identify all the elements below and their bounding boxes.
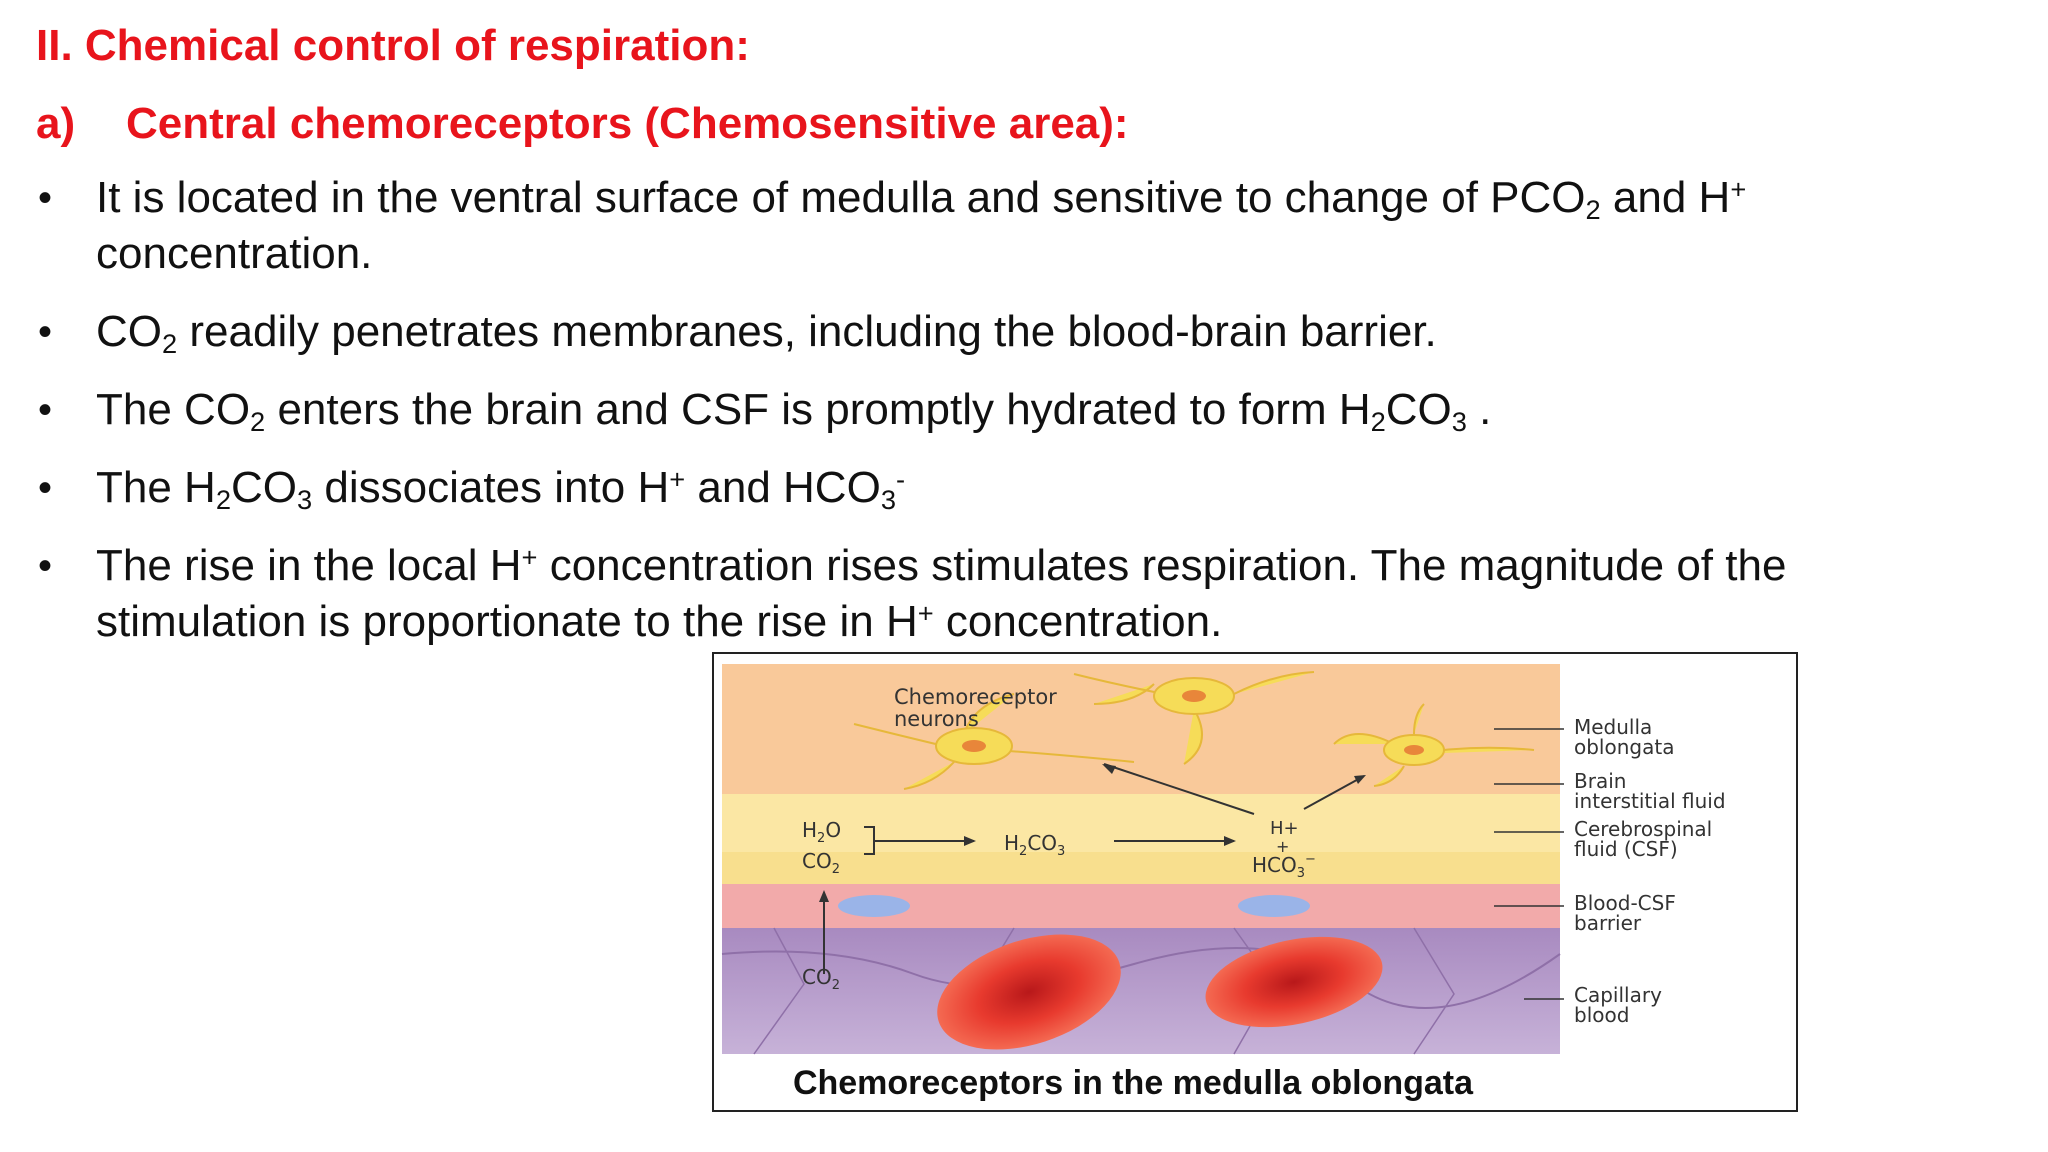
bullet-4-sub-3: 3 — [880, 483, 896, 515]
chemoreceptor-figure: Chemoreceptor neurons H2O CO2 H2CO3 H+ +… — [712, 652, 1798, 1112]
bullet-dot: • — [38, 388, 53, 432]
medulla-layer — [722, 664, 1560, 794]
slide-title: II. Chemical control of respiration: — [36, 21, 750, 70]
bullet-1-line-2: concentration. — [96, 229, 373, 278]
red-blood-cell — [1205, 936, 1383, 1028]
bullet-3-text-c: CO — [1385, 385, 1452, 434]
bullet-5: • The rise in the local H+ concentration… — [36, 538, 2016, 650]
bullet-3-sub-1: 2 — [250, 405, 266, 437]
subtitle-text: Central chemoreceptors (Chemosensitive a… — [126, 99, 1129, 148]
bullet-4-text-c: dissociates into H — [312, 463, 670, 512]
bullet-dot: • — [38, 310, 53, 354]
bullet-4: • The H2CO3 dissociates into H+ and HCO3… — [36, 460, 2016, 516]
neuron — [1073, 671, 1315, 765]
bullet-2-text-a: CO — [96, 307, 162, 356]
bullet-4-sup-1: + — [669, 463, 686, 495]
label-interstitial: interstitial fluid — [1574, 789, 1726, 813]
label-oblongata: oblongata — [1574, 735, 1674, 759]
bullet-dot: • — [38, 544, 53, 588]
barrier-blob — [1238, 895, 1310, 917]
subtitle-marker: a) — [36, 99, 76, 148]
bullet-5-sup-1: + — [521, 541, 538, 573]
bullet-4-sub-1: 2 — [215, 483, 231, 515]
bullet-dot: • — [38, 176, 53, 220]
csf-layer — [722, 852, 1560, 884]
bullet-3-text-d: . — [1466, 385, 1492, 434]
bullet-1-text-b: and H — [1600, 173, 1731, 222]
bullet-5-text-d: concentration. — [933, 597, 1223, 646]
label-chemoreceptor: Chemoreceptor — [894, 685, 1057, 709]
label-cerebrospinal: Cerebrospinal — [1574, 817, 1712, 841]
bullet-5-sup-2: + — [917, 597, 934, 629]
figure-illustration: Chemoreceptor neurons H2O CO2 H2CO3 H+ +… — [721, 664, 1726, 1055]
bullet-4-text-a: The H — [96, 463, 216, 512]
figure-caption: Chemoreceptors in the medulla oblongata — [792, 1064, 1474, 1102]
label-co2-bottom: CO2 — [802, 965, 840, 993]
label-blood: blood — [1574, 1003, 1629, 1027]
label-medulla: Medulla — [1574, 715, 1652, 739]
bullet-1: • It is located in the ventral surface o… — [36, 170, 2016, 282]
bullet-4-text-b: CO — [231, 463, 297, 512]
vessel-line — [721, 947, 1561, 1009]
label-hco3: HCO3− — [1252, 852, 1316, 881]
label-h2o: H2O — [802, 818, 841, 846]
bullet-4-sub-2: 3 — [297, 483, 313, 515]
bullet-1-sub: 2 — [1585, 193, 1601, 225]
bullet-3-sub-2: 2 — [1370, 405, 1386, 437]
bullet-5-text-a: The rise in the local H — [96, 541, 522, 590]
bullet-2-text-b: readily penetrates membranes, including … — [177, 307, 1437, 356]
label-barrier: barrier — [1574, 911, 1642, 935]
bullet-3-text-b: enters the brain and CSF is promptly hyd… — [265, 385, 1371, 434]
bullet-4-sup-2: - — [895, 463, 906, 495]
bullet-3: • The CO2 enters the brain and CSF is pr… — [36, 382, 2016, 438]
bullet-5-text-c: stimulation is proportionate to the rise… — [96, 597, 918, 646]
bullet-5-text-b: concentration rises stimulates respirati… — [537, 541, 1787, 590]
capillary-layer — [722, 928, 1560, 1054]
label-plus: + — [1276, 837, 1289, 856]
bullet-dot: • — [38, 466, 53, 510]
bullet-3-text-a: The CO — [96, 385, 251, 434]
arrow-to-neuron-right — [1303, 775, 1365, 810]
bullet-2: • CO2 readily penetrates membranes, incl… — [36, 304, 2016, 360]
slide-subtitle: a) Central chemoreceptors (Chemosensitive… — [36, 99, 1129, 148]
label-capillary: Capillary — [1574, 983, 1662, 1007]
label-h2co3: H2CO3 — [1004, 831, 1065, 859]
label-csf: fluid (CSF) — [1574, 837, 1678, 861]
bullet-list: • It is located in the ventral surface o… — [36, 170, 2016, 650]
bullet-1-text-a: It is located in the ventral surface of … — [96, 173, 1586, 222]
bullet-2-sub: 2 — [162, 327, 178, 359]
label-h-plus: H+ — [1270, 818, 1299, 839]
barrier-blob — [838, 895, 910, 917]
bullet-4-text-d: and HCO — [685, 463, 881, 512]
bullet-1-sup: + — [1730, 173, 1747, 205]
interstitial-layer — [722, 794, 1560, 852]
label-blood-csf: Blood-CSF — [1574, 891, 1676, 915]
label-neurons: neurons — [894, 707, 979, 731]
red-blood-cell — [937, 934, 1121, 1050]
bullet-3-sub-3: 3 — [1451, 405, 1467, 437]
label-brain: Brain — [1574, 769, 1626, 793]
arrow-to-neuron-left — [1103, 763, 1255, 815]
label-co2-top: CO2 — [802, 849, 840, 877]
